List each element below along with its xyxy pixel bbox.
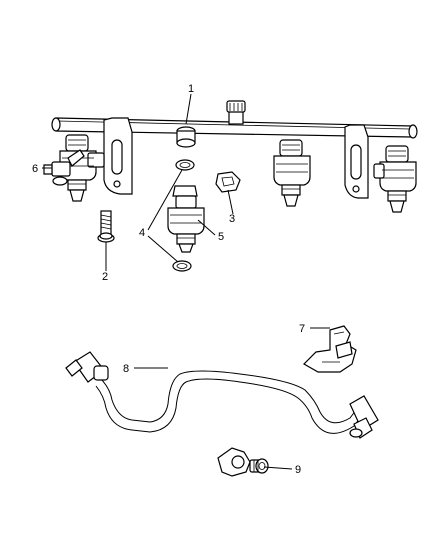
callout-8: 8 [123, 363, 129, 375]
fuel-rail [51, 100, 418, 148]
injector-o-ring-lower [172, 260, 192, 272]
fuel-injector-2 [273, 139, 311, 207]
callout-1: 1 [188, 83, 194, 95]
callout-9: 9 [295, 464, 301, 476]
callout-4: 4 [139, 227, 145, 239]
callout-2: 2 [102, 271, 108, 283]
callout-6: 6 [32, 163, 38, 175]
callout-3: 3 [229, 213, 235, 225]
injector-retaining-clip [215, 171, 241, 193]
fuel-injector-exploded [167, 195, 205, 253]
tube-clamp [217, 447, 269, 477]
rail-mounting-bolt [97, 210, 115, 243]
rail-bracket-right [344, 124, 369, 199]
rail-bracket-left [103, 117, 133, 195]
fuel-rail-fitting [43, 149, 85, 186]
leader-lines [42, 93, 330, 470]
fuel-injector-3 [373, 145, 417, 213]
callout-5: 5 [218, 231, 224, 243]
tube-support-bracket [303, 325, 357, 373]
injector-o-ring-upper [175, 159, 195, 171]
fuel-supply-tube [65, 351, 379, 439]
callout-7: 7 [299, 323, 305, 335]
